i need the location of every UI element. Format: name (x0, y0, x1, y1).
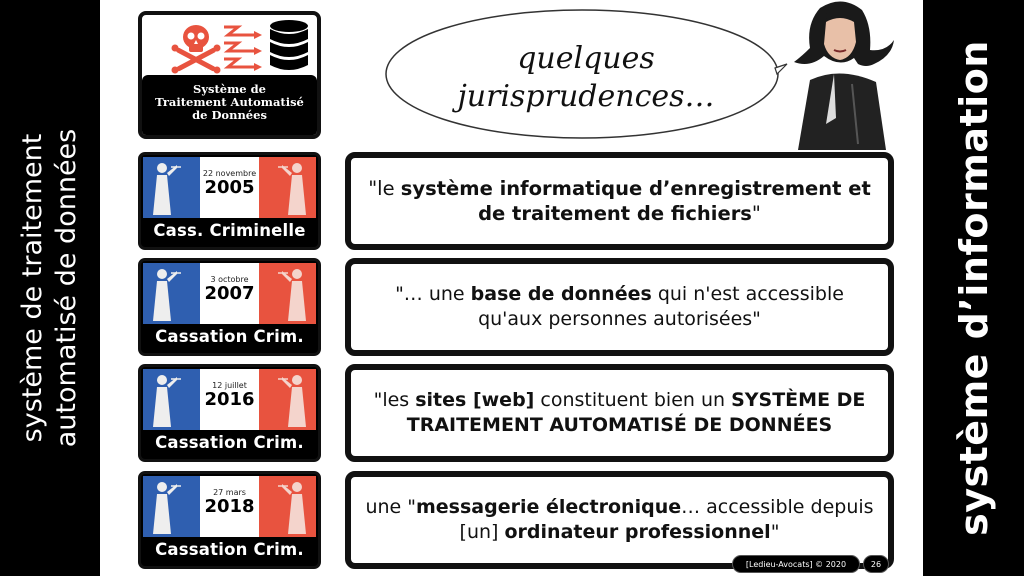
court-name: Cass. Criminelle (153, 221, 306, 240)
quote-text: " (751, 202, 761, 225)
ruling-date: 3 octobre (210, 275, 249, 284)
slide-page-number: 26 (863, 555, 889, 573)
right-sidebar-banner: système d’information (923, 0, 1024, 576)
lady-justice-icon (153, 163, 181, 215)
ruling-date: 12 juillet (212, 381, 247, 390)
left-sidebar-line2: automatisé de données (51, 128, 82, 448)
speech-bubble-text: quelques jurisprudences… (382, 40, 790, 116)
quote-bold-text: sites [web] (415, 389, 535, 411)
stad-logo-label: Système de Traitement Automatisé de Donn… (142, 75, 317, 135)
french-flag-background: 22 novembre 2005 (143, 157, 316, 218)
ruling-year: 2007 (204, 283, 255, 304)
stad-label-line1: Système de (193, 82, 266, 96)
french-flag-background: 27 mars 2018 (143, 476, 316, 537)
lady-justice-icon (153, 375, 181, 427)
stad-label-line3: de Données (192, 108, 267, 122)
left-sidebar-line1: système de traitement (17, 133, 48, 443)
bubble-line1: quelques (517, 41, 655, 76)
court-name: Cassation Crim. (155, 540, 304, 559)
stad-icons (142, 15, 317, 75)
court-badge-2005: 22 novembre 2005 Cass. Criminelle (138, 152, 321, 250)
quote-bold-text: système informatique d’enregistrement et… (400, 177, 871, 225)
ruling-year: 2018 (204, 496, 255, 517)
ruling-year: 2005 (204, 177, 255, 198)
database-icon (270, 20, 308, 70)
stad-label-line2: Traitement Automatisé (155, 95, 304, 109)
speech-bubble-shape (385, 9, 788, 139)
lady-justice-icon (278, 163, 306, 215)
court-name: Cassation Crim. (155, 327, 304, 346)
ruling-date: 27 mars (213, 488, 246, 497)
court-badge-2007: 3 octobre 2007 Cassation Crim. (138, 258, 321, 356)
lady-justice-icon (153, 269, 181, 321)
quote-text: une " (365, 496, 416, 518)
quote-card-2007: "… une base de données qui n'est accessi… (345, 258, 894, 356)
quote-text: " (770, 521, 780, 543)
quote-text: "… une (395, 283, 471, 305)
quote-card-2005: "le système informatique d’enregistremen… (345, 152, 894, 250)
quote-bold-text: base de données (470, 283, 652, 305)
quote-bold-text: ordinateur professionnel (504, 521, 771, 543)
quote-card-2018: une "messagerie électronique… accessible… (345, 471, 894, 569)
quote-text: "les (373, 389, 416, 411)
lightning-arrows-icon (223, 25, 262, 71)
lawyer-character-illustration (794, 1, 894, 150)
lady-justice-icon (278, 482, 306, 534)
court-badge-2016: 12 juillet 2016 Cassation Crim. (138, 364, 321, 462)
quote-card-2016: "les sites [web] constituent bien un SYS… (345, 364, 894, 462)
bubble-line2: jurisprudences… (457, 79, 715, 114)
speech-bubble: quelques jurisprudences… (382, 6, 790, 142)
lady-justice-icon (278, 375, 306, 427)
quote-text: constituent bien un (534, 389, 732, 411)
ruling-date: 22 novembre (202, 169, 257, 178)
footer-copyright: [Ledieu-Avocats] © 2020 (732, 555, 860, 573)
skull-crossbones-icon (171, 25, 221, 74)
quote-text: … accessible depuis [un] (459, 496, 874, 543)
ruling-year: 2016 (204, 389, 255, 410)
court-name: Cassation Crim. (155, 433, 304, 452)
french-flag-background: 12 juillet 2016 (143, 369, 316, 430)
quote-text: "le (368, 177, 401, 200)
court-badge-2018: 27 mars 2018 Cassation Crim. (138, 471, 321, 569)
quote-bold-text: SYSTÈME DE TRAITEMENT AUTOMATISÉ DE DONN… (406, 389, 866, 436)
left-sidebar-banner: système de traitement automatisé de donn… (0, 0, 100, 576)
quote-bold-text: messagerie électronique (416, 496, 682, 518)
quote-text: qui n'est accessible qu'aux personnes au… (478, 283, 844, 330)
stad-logo-card: Système de Traitement Automatisé de Donn… (138, 11, 321, 139)
french-flag-background: 3 octobre 2007 (143, 263, 316, 324)
right-sidebar-title: système d’information (951, 40, 996, 536)
lady-justice-icon (153, 482, 181, 534)
lady-justice-icon (278, 269, 306, 321)
left-sidebar-title: système de traitement automatisé de donn… (16, 129, 84, 447)
